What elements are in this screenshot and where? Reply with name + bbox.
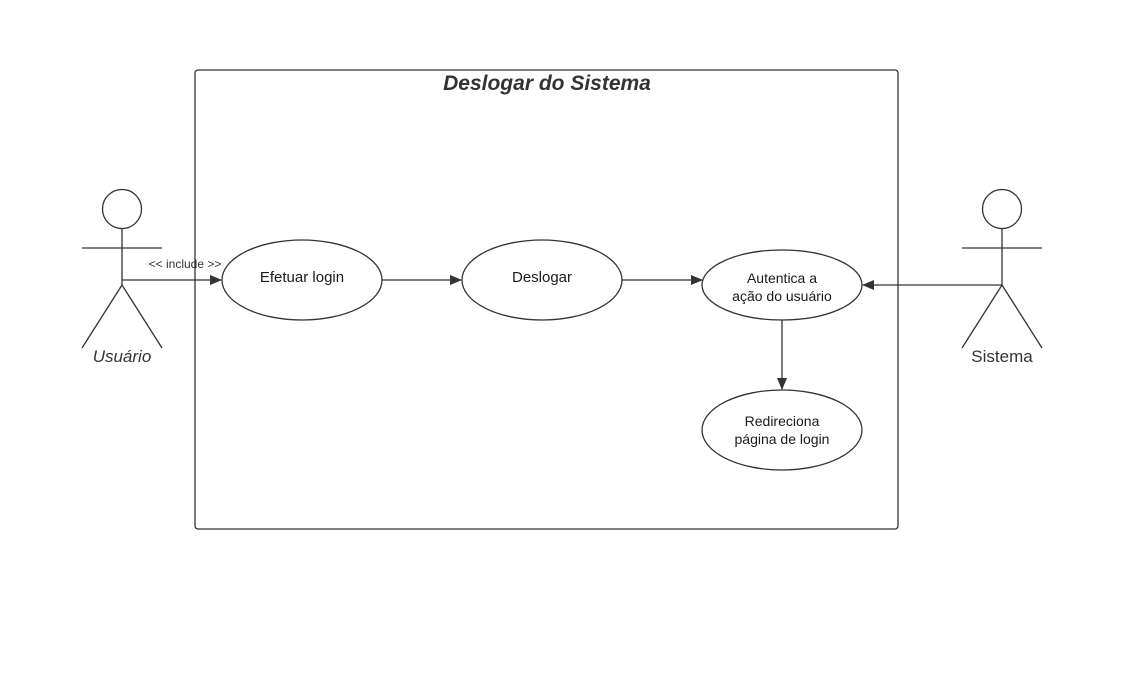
usecase-efetuar-login[interactable] (221, 239, 383, 321)
diagram-title: Deslogar do Sistema (443, 72, 651, 95)
usecase-deslogar-label: Deslogar (511, 269, 573, 286)
actor-sistema[interactable] (961, 188, 1043, 349)
actor-usuario-head (101, 188, 143, 230)
usecase-redireciona-line2: página de login (734, 431, 830, 447)
usecase-autentica-label: Autentica a ação do usuário (712, 269, 852, 305)
usecase-redireciona[interactable] (701, 389, 863, 471)
actor-usuario[interactable] (81, 188, 163, 349)
usecase-autentica-line1: Autentica a (746, 270, 818, 286)
usecase-autentica[interactable] (701, 249, 863, 321)
usecase-redireciona-label: Redireciona página de login (712, 412, 852, 448)
usecase-redireciona-line1: Redireciona (744, 413, 820, 429)
system-boundary (194, 69, 899, 530)
actor-usuario-name: Usuário (92, 347, 152, 366)
usecase-deslogar[interactable] (461, 239, 623, 321)
usecase-efetuar-login-label: Efetuar login (259, 269, 345, 286)
include-stereotype-label: << include >> (148, 257, 222, 271)
usecase-autentica-line2: ação do usuário (732, 288, 832, 304)
actor-sistema-name: Sistema (971, 347, 1033, 366)
actor-sistema-head (981, 188, 1023, 230)
